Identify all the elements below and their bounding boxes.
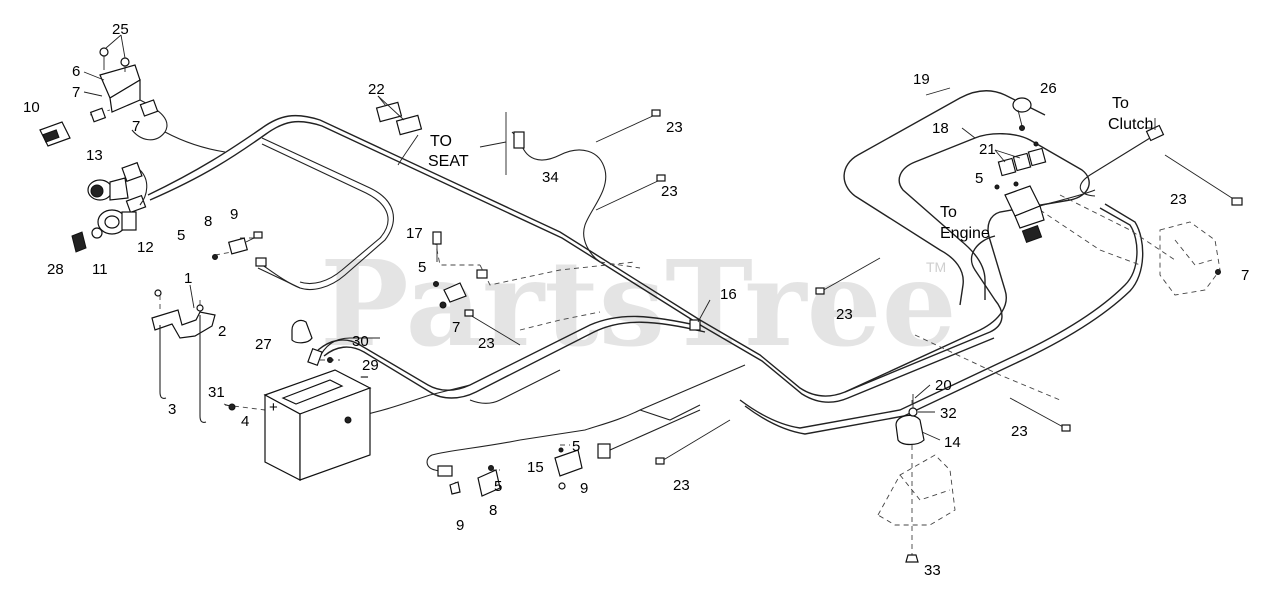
callout-23: 23 [836, 306, 853, 323]
callout-23: 23 [666, 119, 683, 136]
callout-29: 29 [362, 357, 379, 374]
terminal-boot-27 [291, 319, 313, 344]
light-13 [87, 177, 129, 201]
note-to-clutch-line2: Clutch [1108, 116, 1153, 133]
callout-26: 26 [1040, 80, 1057, 97]
callout-5: 5 [177, 227, 185, 244]
callout-31: 31 [208, 384, 225, 401]
note-to-engine-line2: Engine [940, 225, 990, 242]
callout-6: 6 [72, 63, 80, 80]
note-to-engine-line1: To [940, 204, 957, 221]
switch-15 [554, 443, 611, 490]
callout-3: 3 [168, 401, 176, 418]
callout-14: 14 [944, 434, 961, 451]
seat-switch-22 [375, 101, 423, 136]
module-6 [89, 47, 226, 153]
switch-8-bottom [437, 465, 501, 497]
callout-19: 19 [913, 71, 930, 88]
callout-9: 9 [580, 480, 588, 497]
callout-4: 4 [241, 413, 249, 430]
callout-7: 7 [132, 118, 140, 135]
callout-21: 21 [979, 141, 996, 158]
callout-10: 10 [23, 99, 40, 116]
callout-2: 2 [218, 323, 226, 340]
callout-5: 5 [572, 438, 580, 455]
callout-5: 5 [494, 478, 502, 495]
clutch-connector [1079, 118, 1165, 197]
callout-18: 18 [932, 120, 949, 137]
callout-16: 16 [720, 286, 737, 303]
callout-23: 23 [1011, 423, 1028, 440]
callout-30: 30 [352, 333, 369, 350]
terminal-30 [307, 347, 323, 367]
callout-9: 9 [230, 206, 238, 223]
callout-1: 1 [184, 270, 192, 287]
engine-connector [994, 181, 1096, 244]
callout-28: 28 [47, 261, 64, 278]
callout-33: 33 [924, 562, 941, 579]
callout-15: 15 [527, 459, 544, 476]
nut-11 [91, 227, 103, 239]
callout-11: 11 [92, 261, 108, 278]
callout-25: 25 [112, 21, 129, 38]
switch-mid [433, 281, 467, 309]
callout-9: 9 [456, 517, 464, 534]
callout-34: 34 [542, 169, 559, 186]
relays-21 [997, 141, 1047, 177]
switch-8-left [212, 231, 301, 289]
nut-7-right [1215, 269, 1221, 275]
note-to-clutch-line1: To [1112, 95, 1129, 112]
engine-bracket [877, 454, 956, 526]
cable-ties [464, 109, 1243, 465]
callout-23: 23 [478, 335, 495, 352]
battery-4: + − [228, 369, 372, 481]
seat-switch-wire [397, 134, 419, 166]
callout-23: 23 [1170, 191, 1187, 208]
battery-positive-mark: + [269, 399, 278, 416]
callout-labels: 25 6 7 7 10 13 12 11 28 8 9 5 1 2 3 31 4… [23, 21, 1249, 579]
callout-12: 12 [137, 239, 154, 256]
watermark: PartsTree [320, 234, 957, 373]
note-to-seat-line1: TO [430, 133, 452, 150]
callout-23: 23 [661, 183, 678, 200]
clamp-16 [689, 319, 701, 331]
callout-32: 32 [940, 405, 957, 422]
main-harness [147, 90, 1144, 475]
bolt-29 [327, 357, 333, 363]
switch-10 [39, 121, 71, 147]
callout-5: 5 [975, 170, 983, 187]
seat-harness [519, 139, 607, 263]
callout-7: 7 [72, 84, 80, 101]
callout-27: 27 [255, 336, 272, 353]
clamp-14 [895, 394, 925, 563]
note-to-seat-line2: SEAT [428, 153, 469, 170]
callout-20: 20 [935, 377, 952, 394]
callout-17: 17 [406, 225, 423, 242]
ignition-switch-12 [97, 209, 137, 235]
callout-22: 22 [368, 81, 385, 98]
watermark-trademark: TM [926, 259, 946, 275]
battery-hold-down [151, 289, 216, 423]
callout-23: 23 [673, 477, 690, 494]
seat-connector [513, 131, 525, 149]
light-26 [1012, 97, 1032, 131]
callout-13: 13 [86, 147, 103, 164]
callout-leaders [83, 34, 1152, 441]
battery-negative-mark: − [360, 369, 369, 386]
relay-17 [432, 231, 488, 279]
key-28 [71, 231, 87, 253]
callout-8: 8 [204, 213, 212, 230]
callout-5: 5 [418, 259, 426, 276]
clutch-bracket [1159, 221, 1221, 296]
callout-7: 7 [1241, 267, 1249, 284]
connector-group [121, 161, 148, 214]
callout-8: 8 [489, 502, 497, 519]
destination-notes: TO SEAT To Clutch To Engine [428, 95, 1153, 242]
callout-7: 7 [452, 319, 460, 336]
